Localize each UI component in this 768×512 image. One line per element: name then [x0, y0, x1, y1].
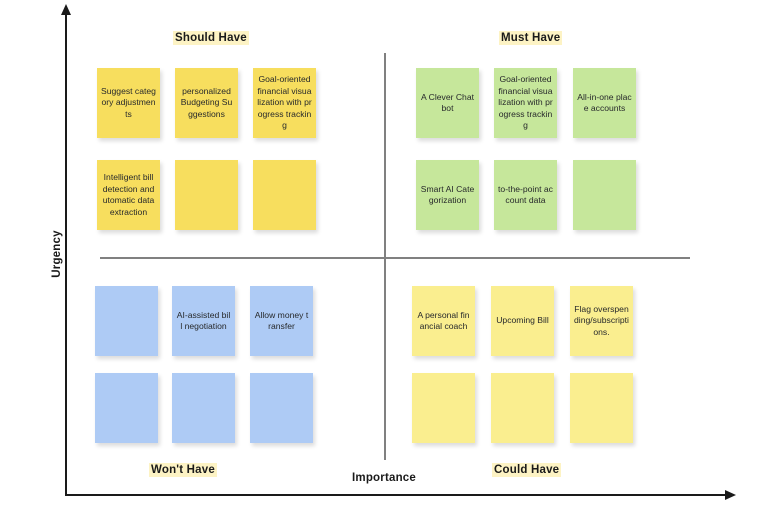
sticky-note[interactable] [95, 286, 158, 356]
sticky-note[interactable]: Intelligent bill detection and utomatic … [97, 160, 160, 230]
sticky-note[interactable]: personalized Budgeting Suggestions [175, 68, 238, 138]
sticky-note[interactable]: to-the-point account data [494, 160, 557, 230]
sticky-note-text: All-in-one place accounts [577, 91, 632, 114]
sticky-note[interactable] [412, 373, 475, 443]
sticky-note[interactable]: A personal financial coach [412, 286, 475, 356]
sticky-note-text: A personal financial coach [417, 309, 470, 332]
sticky-note-text: AI-assisted bill negotiation [176, 309, 231, 332]
sticky-note[interactable] [253, 160, 316, 230]
sticky-note-text: Allow money transfer [254, 309, 309, 332]
sticky-note-text: A Clever Chatbot [420, 91, 475, 114]
sticky-note-text: Suggest category adjustments [101, 85, 156, 119]
sticky-note-text: Intelligent bill detection and utomatic … [102, 172, 155, 217]
sticky-note[interactable]: Allow money transfer [250, 286, 313, 356]
x-axis-line [65, 494, 727, 496]
quadrant-divider-horizontal [100, 257, 690, 259]
sticky-note-text: Upcoming Bill [496, 315, 549, 326]
y-axis-label: Urgency [51, 230, 63, 278]
sticky-note[interactable] [175, 160, 238, 230]
sticky-note-text: Goal-oriented financial visualization wi… [498, 74, 553, 131]
sticky-note-text: to-the-point account data [498, 183, 553, 206]
quadrant-label-should-have: Should Have [173, 31, 249, 45]
sticky-note-text: Flag overspending/subscriptions. [574, 303, 629, 337]
quadrant-label-must-have: Must Have [499, 31, 563, 45]
x-axis-arrow-icon [725, 489, 736, 500]
sticky-note[interactable] [570, 373, 633, 443]
sticky-note-text: Goal-oriented financial visualization wi… [257, 74, 312, 131]
sticky-note[interactable]: All-in-one place accounts [573, 68, 636, 138]
sticky-note[interactable] [491, 373, 554, 443]
sticky-note[interactable]: Flag overspending/subscriptions. [570, 286, 633, 356]
sticky-note-text: Smart AI Categorization [420, 183, 475, 206]
sticky-note[interactable]: Suggest category adjustments [97, 68, 160, 138]
quadrant-divider-vertical [384, 53, 386, 460]
sticky-note[interactable] [172, 373, 235, 443]
sticky-note[interactable]: Goal-oriented financial visualization wi… [253, 68, 316, 138]
sticky-note[interactable]: A Clever Chatbot [416, 68, 479, 138]
sticky-note[interactable] [250, 373, 313, 443]
x-axis-label: Importance [352, 472, 416, 484]
sticky-note[interactable]: Upcoming Bill [491, 286, 554, 356]
y-axis-line [65, 14, 67, 496]
sticky-note[interactable] [573, 160, 636, 230]
quadrant-label-could-have: Could Have [492, 463, 562, 477]
sticky-note[interactable]: Goal-oriented financial visualization wi… [494, 68, 557, 138]
sticky-note-text: personalized Budgeting Suggestions [180, 85, 233, 119]
sticky-note[interactable]: AI-assisted bill negotiation [172, 286, 235, 356]
y-axis-arrow-icon [60, 4, 71, 15]
sticky-note[interactable]: Smart AI Categorization [416, 160, 479, 230]
quadrant-label-wont-have: Won't Have [149, 463, 217, 477]
sticky-note[interactable] [95, 373, 158, 443]
